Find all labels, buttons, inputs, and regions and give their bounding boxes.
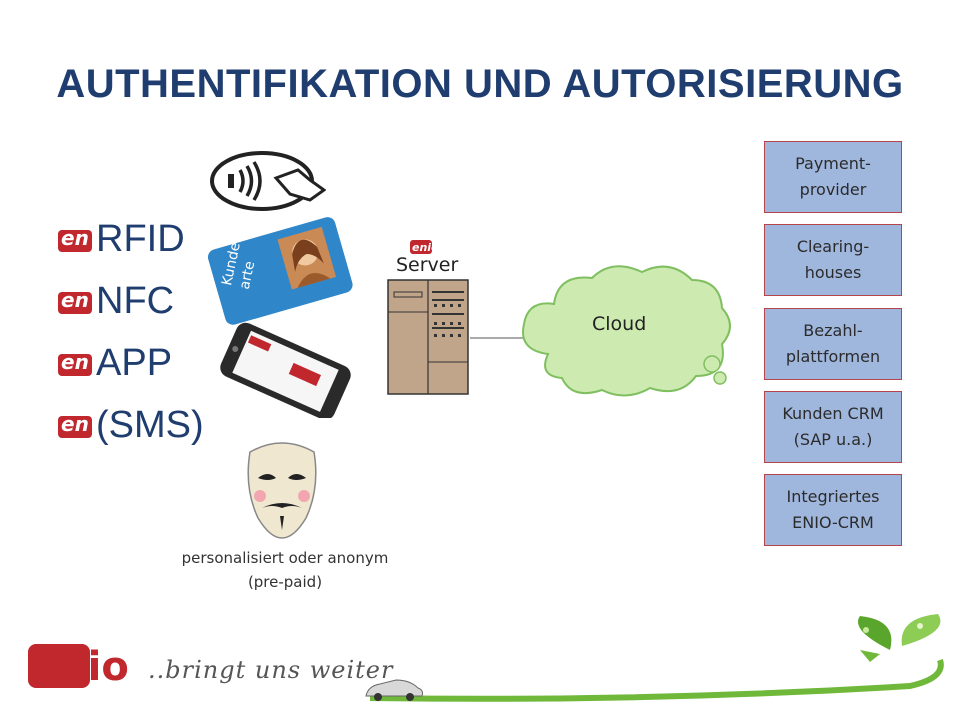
- bullet-label: (SMS): [96, 403, 204, 446]
- server-cloud-connector: [470, 337, 528, 339]
- enio-server-logo: enio: [410, 240, 439, 254]
- server-icon: [387, 279, 469, 395]
- customer-card-icon: [207, 217, 353, 325]
- smartphone-icon: [220, 322, 351, 418]
- box-clearing-houses: Clearing- houses: [764, 224, 902, 296]
- contactless-icon: [210, 151, 326, 211]
- bullet-label: NFC: [96, 279, 175, 322]
- enio-logo: enio: [28, 644, 129, 690]
- bullet-app: APP: [58, 332, 204, 394]
- box-payment-provider: Payment- provider: [764, 141, 902, 213]
- green-road-leaves-icon: [369, 614, 944, 702]
- bullet-label: APP: [96, 341, 173, 384]
- page-title: AUTHENTIFIKATION UND AUTORISIERUNG: [56, 62, 904, 106]
- anonymity-caption: personalisiert oder anonym (pre-paid): [181, 549, 389, 591]
- box-bezahl-plattformen: Bezahl- plattformen: [764, 308, 902, 380]
- bullet-rfid: RFID: [58, 208, 204, 270]
- enio-bullet-icon: [58, 288, 92, 314]
- logo-text: enio: [32, 644, 129, 690]
- server-label: Server: [396, 254, 459, 276]
- enio-bullet-icon: [58, 226, 92, 252]
- box-kunden-crm: Kunden CRM (SAP u.a.): [764, 391, 902, 463]
- enio-bullet-icon: [58, 350, 92, 376]
- server-logo-text: enio: [412, 241, 439, 254]
- bullet-list: RFID NFC APP (SMS): [58, 208, 204, 456]
- bullet-nfc: NFC: [58, 270, 204, 332]
- car-icon: [365, 679, 423, 701]
- bullet-sms: (SMS): [58, 394, 204, 456]
- enio-bullet-icon: [58, 412, 92, 438]
- tagline: ..bringt uns weiter: [148, 656, 394, 684]
- cloud-icon: [522, 265, 731, 397]
- box-integriertes-crm: Integriertes ENIO-CRM: [764, 474, 902, 546]
- bullet-label: RFID: [96, 217, 185, 260]
- anonymous-mask-icon: [247, 442, 317, 539]
- cloud-label: Cloud: [592, 313, 647, 335]
